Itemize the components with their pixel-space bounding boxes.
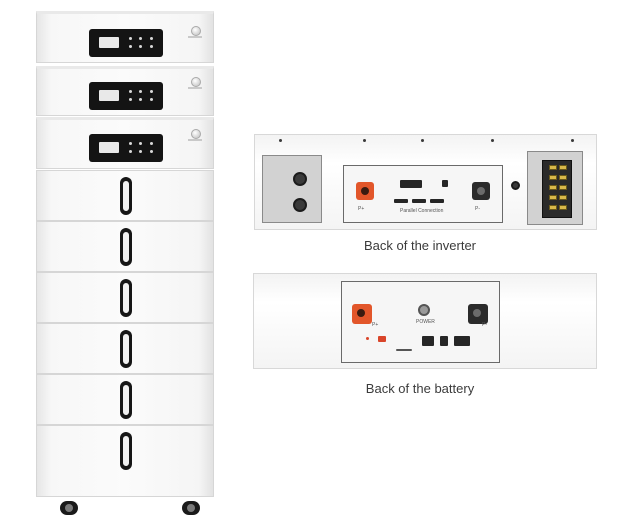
power-switch-icon[interactable] <box>418 304 430 316</box>
power-button-icon[interactable] <box>191 129 201 139</box>
handle-icon <box>120 177 132 215</box>
ground-screw-icon <box>511 181 520 190</box>
screw-icon <box>279 139 282 142</box>
status-led-icon <box>366 337 369 340</box>
power-label: POWER <box>416 319 435 325</box>
parallel-connection-label: Parallel Connection <box>400 208 444 214</box>
positive-terminal-icon <box>352 304 372 324</box>
battery-module <box>36 272 214 323</box>
screw-icon <box>421 139 424 142</box>
screw-icon <box>363 139 366 142</box>
battery-caption: Back of the battery <box>365 381 475 396</box>
inverter-back-panel: P+ Parallel Connection P- <box>254 134 597 230</box>
comm-port-icon[interactable] <box>442 180 448 187</box>
parallel-port-icon[interactable] <box>430 199 444 203</box>
handle-icon <box>120 381 132 419</box>
battery-back-panel: P+ POWER P- <box>253 273 597 369</box>
parallel-port-icon[interactable] <box>394 199 408 203</box>
power-button-icon[interactable] <box>191 26 201 36</box>
battery-stack <box>36 11 214 515</box>
battery-module <box>36 221 214 272</box>
ac-terminal-box <box>527 151 583 225</box>
parallel-port-icon[interactable] <box>412 199 426 203</box>
screw-icon <box>571 139 574 142</box>
inverter-module <box>36 11 214 63</box>
comm-port-icon[interactable] <box>422 336 434 346</box>
battery-terminal-plate: P+ POWER P- <box>341 281 500 363</box>
screw-icon <box>491 139 494 142</box>
wheel-left <box>60 501 78 515</box>
comm-port-icon[interactable] <box>400 180 422 188</box>
indicator-leds <box>129 90 157 102</box>
dip-switch-icon[interactable] <box>378 336 386 342</box>
pv-connector-icon <box>293 198 307 212</box>
indicator-leds <box>396 349 412 351</box>
display-panel <box>89 134 163 162</box>
handle-icon <box>120 228 132 266</box>
battery-module <box>36 170 214 221</box>
inverter-module <box>36 66 214 116</box>
inverter-caption: Back of the inverter <box>364 238 476 253</box>
comm-port-icon[interactable] <box>454 336 470 346</box>
display-panel <box>89 29 163 57</box>
negative-label: P- <box>482 322 487 328</box>
battery-module <box>36 425 214 497</box>
inverter-terminal-plate: P+ Parallel Connection P- <box>343 165 503 223</box>
inverter-module <box>36 117 214 169</box>
battery-module <box>36 323 214 374</box>
battery-module <box>36 374 214 425</box>
ac-terminal-block <box>542 160 572 218</box>
positive-terminal-icon <box>356 182 374 200</box>
pv-connector-icon <box>293 172 307 186</box>
handle-icon <box>120 279 132 317</box>
lcd-screen <box>99 142 119 153</box>
power-button-icon[interactable] <box>191 77 201 87</box>
power-button-label <box>188 36 202 38</box>
negative-terminal-icon <box>472 182 490 200</box>
pv-input-box <box>262 155 322 223</box>
indicator-leds <box>129 37 157 49</box>
negative-label: P- <box>475 206 480 212</box>
handle-icon <box>120 330 132 368</box>
handle-icon <box>120 432 132 470</box>
indicator-leds <box>129 142 157 154</box>
lcd-screen <box>99 37 119 48</box>
negative-terminal-icon <box>468 304 488 324</box>
wheel-right <box>182 501 200 515</box>
power-button-label <box>188 87 202 89</box>
power-button-label <box>188 139 202 141</box>
comm-port-icon[interactable] <box>440 336 448 346</box>
lcd-screen <box>99 90 119 101</box>
positive-label: P+ <box>372 322 379 328</box>
display-panel <box>89 82 163 110</box>
positive-label: P+ <box>358 206 365 212</box>
